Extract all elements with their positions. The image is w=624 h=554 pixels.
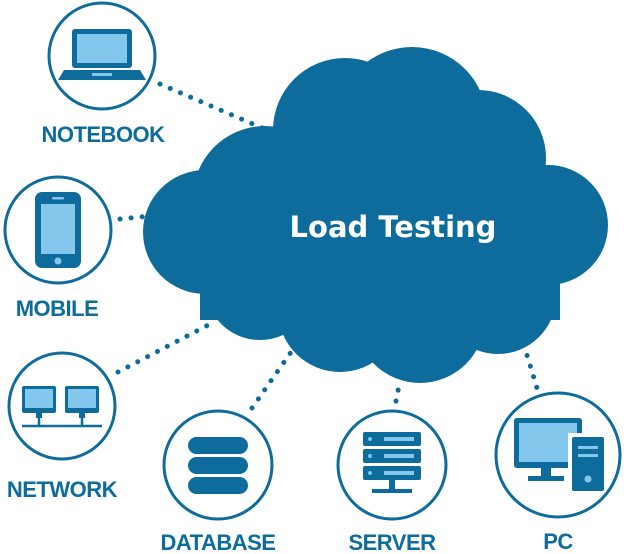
node-pc: PC (494, 391, 622, 554)
server-label: SERVER (348, 530, 436, 554)
cloud-title: Load Testing (290, 210, 497, 244)
node-database: DATABASE (161, 409, 276, 554)
network-circle (7, 351, 117, 461)
server-rack-icon (363, 432, 421, 493)
mobile-label: MOBILE (16, 296, 99, 321)
node-notebook: NOTEBOOK (41, 1, 166, 147)
server-circle (336, 409, 448, 521)
smartphone-icon (35, 192, 81, 268)
node-mobile: MOBILE (3, 175, 113, 321)
node-network: NETWORK (7, 351, 118, 502)
desktop-computer-icon (514, 418, 606, 491)
database-icon (188, 437, 248, 494)
connector-notebook (157, 81, 307, 149)
pc-label: PC (543, 529, 573, 554)
node-server: SERVER (336, 409, 448, 554)
laptop-icon (58, 29, 146, 80)
connector-network (115, 319, 217, 375)
network-computers-icon (22, 386, 102, 428)
connectors (115, 81, 543, 415)
connector-server (391, 377, 403, 415)
cloud (143, 47, 608, 383)
connector-database (249, 342, 299, 411)
connector-pc (521, 342, 543, 401)
network-label: NETWORK (7, 477, 118, 502)
notebook-label: NOTEBOOK (41, 122, 165, 147)
database-label: DATABASE (161, 530, 276, 554)
